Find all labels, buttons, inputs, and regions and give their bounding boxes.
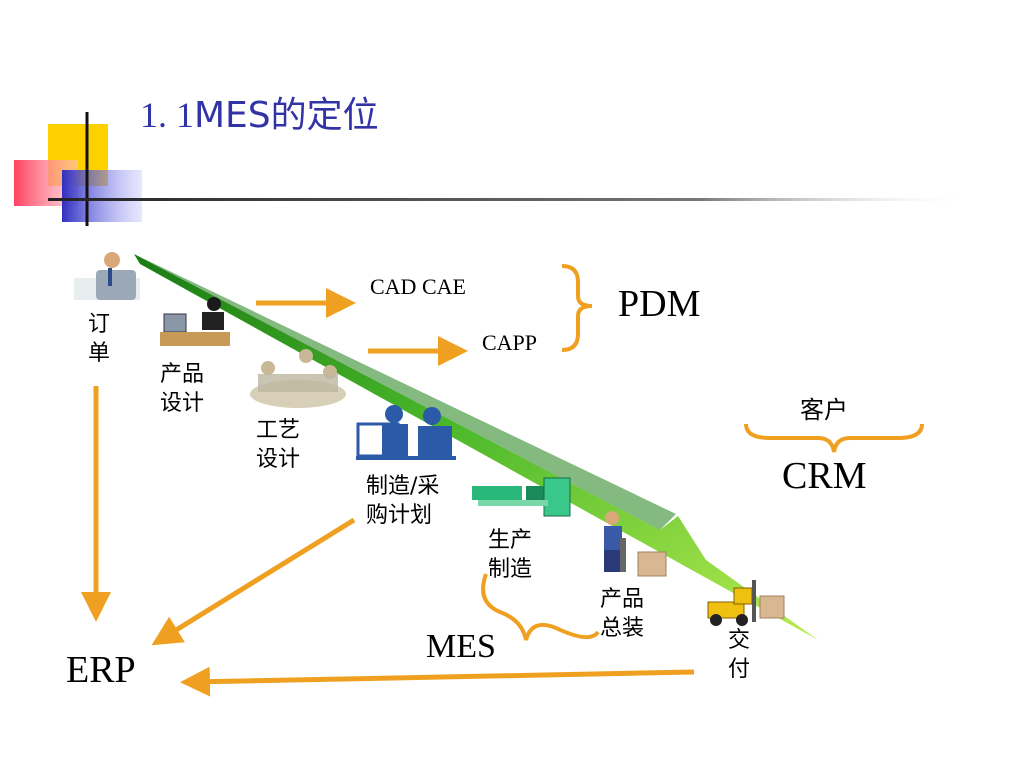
stage-process-design-label: 工艺 设计: [256, 418, 301, 472]
stage-order-label: 订 单: [88, 312, 111, 366]
crm-brace: [744, 423, 924, 453]
title-text: MES的定位: [194, 95, 379, 136]
process-flow-wedge: [134, 254, 818, 640]
order-person-icon: [74, 252, 140, 300]
stage-delivery-label: 交 付: [728, 628, 751, 682]
stage-product-design-label: 产品 设计: [160, 362, 205, 416]
pdm-label: PDM: [618, 283, 701, 325]
arrow-plan-to-erp: [151, 517, 356, 646]
title-number: 1. 1: [140, 95, 194, 135]
product-design-icon: [160, 297, 230, 346]
delivery-forklift-icon: [707, 580, 785, 626]
cad-cae-label: CAD CAE: [370, 274, 466, 299]
mes-brace: [481, 573, 600, 641]
mes-label: MES: [426, 628, 496, 665]
production-machine-icon: [472, 477, 571, 517]
process-design-team-icon: [250, 349, 346, 408]
capp-label: CAPP: [482, 330, 538, 355]
stage-planning-label: 制造/采 购计划: [366, 474, 440, 528]
planning-meeting-icon: [356, 405, 456, 460]
stage-assembly-label: 产品 总装: [600, 587, 645, 641]
erp-label: ERP: [66, 649, 136, 691]
pdm-brace: [561, 264, 593, 352]
crm-group-label: 客户: [800, 396, 848, 424]
crm-label: CRM: [782, 455, 867, 497]
assembly-worker-icon: [604, 511, 667, 577]
slide-title: 1. 1MES的定位: [140, 86, 379, 138]
stage-production-label: 生产 制造: [488, 528, 533, 582]
arrow-delivery-to-erp: [180, 666, 695, 697]
